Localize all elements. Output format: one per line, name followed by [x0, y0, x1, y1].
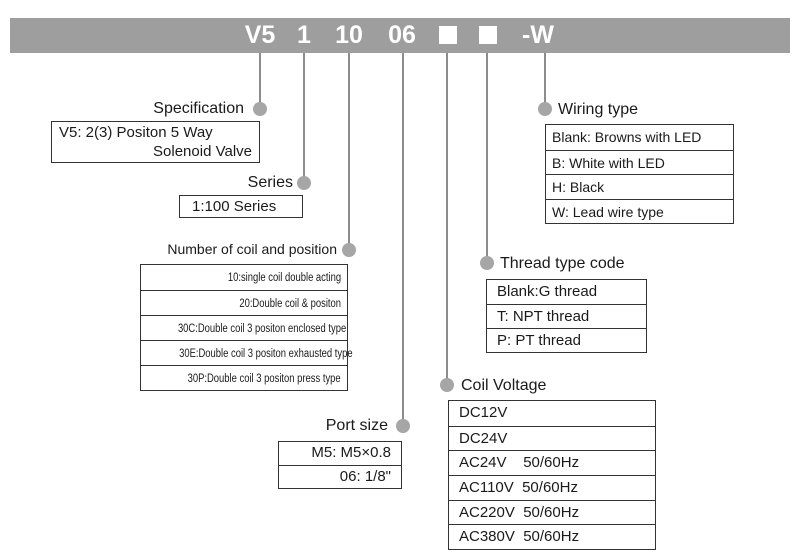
wiring-label: Wiring type	[558, 101, 639, 118]
thread-option: Blank:G thread	[497, 283, 598, 300]
dot-specification	[253, 102, 267, 116]
code-blank-square-thread	[479, 26, 497, 44]
wiring-option: W: Lead wire type	[546, 198, 733, 224]
voltage-option: AC24V 50/60Hz	[449, 450, 655, 475]
wiring-option: B: White with LED	[546, 149, 733, 175]
coil-option: 20:Double coil & positon	[141, 290, 347, 315]
wiring-option: Blank: Browns with LED	[552, 129, 702, 145]
voltage-option: AC220V 50/60Hz	[449, 499, 655, 525]
thread-option: P: PT thread	[487, 328, 646, 352]
thread-label: Thread type code	[500, 255, 625, 272]
thread-options-table: Blank:G thread T: NPT thread P: PT threa…	[486, 279, 647, 353]
dot-thread	[480, 256, 494, 270]
voltage-option: AC110V 50/60Hz	[449, 475, 655, 500]
leader-wiring	[544, 53, 546, 108]
model-code-banner	[10, 18, 790, 53]
code-port: 06	[388, 21, 416, 49]
leader-series	[303, 53, 305, 181]
specification-line2: Solenoid Valve	[153, 143, 252, 160]
coil-option: 10:single coil double acting	[227, 272, 341, 284]
voltage-label: Coil Voltage	[461, 377, 547, 394]
dot-series	[297, 176, 311, 190]
leader-coil	[348, 53, 350, 249]
wiring-option: H: Black	[546, 174, 733, 199]
port-label: Port size	[325, 417, 388, 434]
specification-box: V5: 2(3) Positon 5 Way Solenoid Valve	[51, 121, 260, 163]
code-series-1: 1	[297, 21, 311, 49]
coil-label: Number of coil and position	[167, 241, 337, 257]
series-label: Series	[247, 174, 293, 191]
voltage-option: DC12V	[459, 404, 508, 421]
port-option: 06: 1/8"	[279, 465, 401, 488]
voltage-option: DC24V	[449, 425, 655, 451]
dot-voltage	[440, 378, 454, 392]
voltage-option: AC380V 50/60Hz	[449, 524, 655, 549]
leader-thread	[486, 53, 488, 263]
coil-option: 30E:Double coil 3 positon exhausted type	[141, 340, 353, 365]
coil-option: 30P:Double coil 3 positon press type	[141, 365, 347, 390]
code-blank-square-voltage	[439, 26, 457, 44]
series-value: 1:100 Series	[192, 198, 277, 215]
dot-wiring	[538, 102, 552, 116]
wiring-options-table: Blank: Browns with LED B: White with LED…	[545, 124, 734, 224]
coil-option: 30C:Double coil 3 positon enclosed type	[141, 315, 347, 340]
leader-port	[402, 53, 404, 425]
voltage-options-table: DC12V DC24V AC24V 50/60Hz AC110V 50/60Hz…	[448, 400, 656, 550]
code-series-v5: V5	[244, 21, 276, 49]
port-option: M5: M5×0.8	[311, 444, 391, 461]
leader-specification	[259, 53, 261, 107]
coil-options-table: 10:single coil double acting 20:Double c…	[140, 264, 353, 391]
specification-line1: V5: 2(3) Positon 5 Way	[59, 124, 213, 141]
code-wiring: -W	[522, 21, 554, 49]
code-coil: 10	[335, 21, 363, 49]
dot-coil	[342, 243, 356, 257]
dot-port	[396, 419, 410, 433]
leader-voltage	[446, 53, 448, 385]
specification-label: Specification	[153, 100, 244, 117]
thread-option: T: NPT thread	[487, 304, 646, 328]
series-box: 1:100 Series	[179, 195, 303, 218]
port-options-table: M5: M5×0.8 06: 1/8"	[278, 441, 402, 489]
